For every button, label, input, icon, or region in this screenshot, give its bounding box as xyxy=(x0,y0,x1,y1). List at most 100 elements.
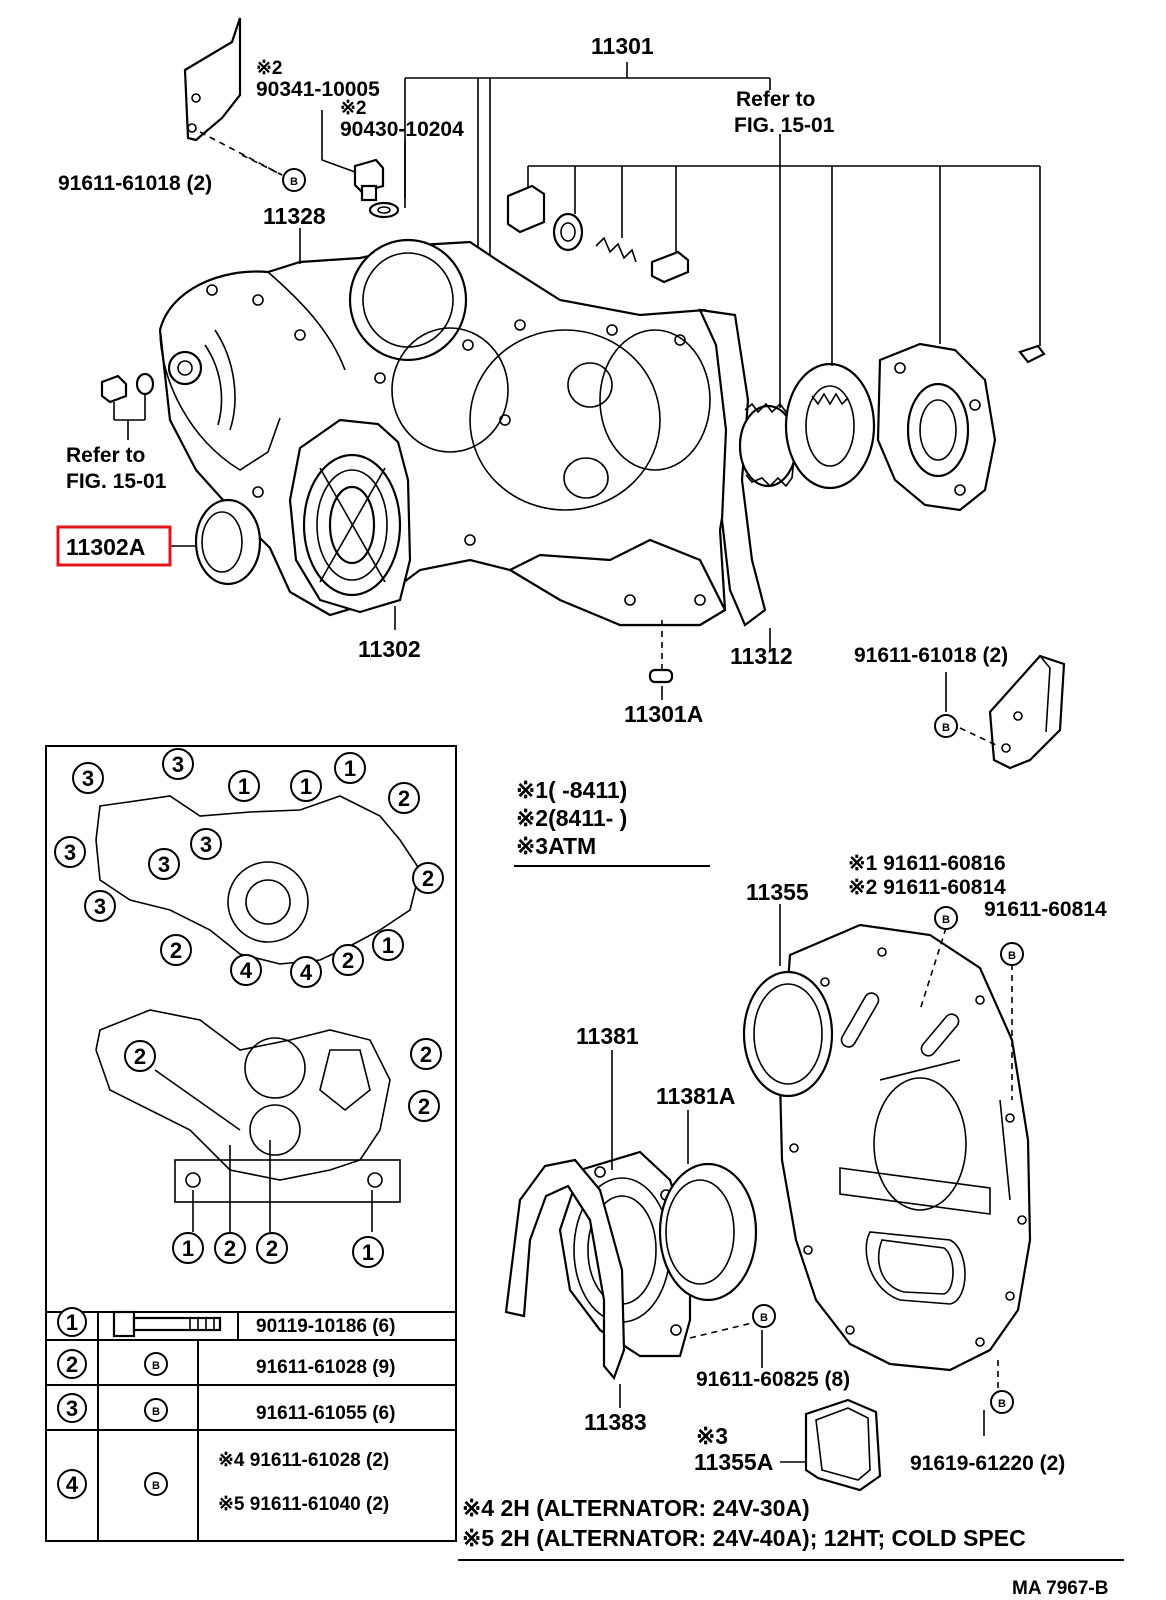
callout-2: 2 xyxy=(412,862,444,894)
bolt-drawing xyxy=(112,1310,222,1338)
callout-2: 2 xyxy=(388,782,420,814)
label-11381: 11381 xyxy=(576,1023,639,1049)
svg-text:1: 1 xyxy=(238,774,250,799)
table-row-1: 1 xyxy=(57,1307,87,1337)
table-row-2-part: 91611-61028 (9) xyxy=(256,1357,395,1378)
label-refer-left-2: FIG. 15-01 xyxy=(66,470,167,493)
timing-gear-case xyxy=(158,238,737,627)
inset-panel xyxy=(45,745,457,1542)
svg-text:B: B xyxy=(1008,950,1016,962)
table-row-4-part-a: ※4 91611-61028 (2) xyxy=(218,1450,389,1471)
top-leaders xyxy=(241,154,947,712)
catalog-number: MA 7967-B xyxy=(1012,1578,1108,1599)
bolt-table: 1 90119-10186 (6) 2 B 91611-61028 (9) 3 … xyxy=(46,1307,456,1541)
callout-3: 3 xyxy=(162,748,194,780)
label-11355: 11355 xyxy=(746,879,809,905)
svg-text:B: B xyxy=(152,1406,160,1418)
svg-text:2: 2 xyxy=(422,866,434,891)
label-note2b: ※2 xyxy=(340,98,367,119)
callout-1: 1 xyxy=(372,929,404,961)
bolt-symbol: B xyxy=(144,1398,168,1422)
inspection-cover-11355A xyxy=(780,1398,882,1492)
label-11355A: 11355A xyxy=(694,1449,773,1475)
bolt-symbol-top-left: B xyxy=(282,168,306,192)
label-91619-61220: 91619-61220 (2) xyxy=(910,1452,1065,1475)
bracket-right xyxy=(959,654,1066,770)
svg-text:B: B xyxy=(152,1360,160,1372)
label-11302: 11302 xyxy=(358,636,421,662)
label-90341: 90341-10005 xyxy=(256,78,380,101)
callout-3: 3 xyxy=(84,890,116,922)
label-11328: 11328 xyxy=(263,203,326,229)
svg-text:2: 2 xyxy=(134,1044,146,1069)
callout-1: 1 xyxy=(290,770,322,802)
svg-text:3: 3 xyxy=(200,832,212,857)
svg-text:2: 2 xyxy=(420,1042,432,1067)
callout-4: 4 xyxy=(290,956,322,988)
label-91611-60816: ※1 91611-60816 xyxy=(848,852,1006,875)
table-row-4-part-b: ※5 91611-61040 (2) xyxy=(218,1494,389,1515)
bracket-top-left xyxy=(183,17,283,176)
svg-text:1: 1 xyxy=(362,1240,374,1265)
gasket-11312 xyxy=(698,308,767,627)
svg-text:3: 3 xyxy=(64,840,76,865)
label-91611-60814-b: 91611-60814 xyxy=(984,898,1107,921)
label-11301A: 11301A xyxy=(624,701,703,727)
callout-2: 2 xyxy=(160,934,192,966)
highlight-box-11302A xyxy=(56,525,172,567)
callout-3: 3 xyxy=(148,848,180,880)
leader-11301 xyxy=(404,62,771,268)
svg-text:1: 1 xyxy=(344,756,356,781)
dowel-pin-11301A xyxy=(648,620,674,700)
callout-3: 3 xyxy=(190,828,222,860)
svg-text:3: 3 xyxy=(82,766,94,791)
svg-text:3: 3 xyxy=(66,1396,78,1421)
svg-text:2: 2 xyxy=(266,1236,278,1261)
callout-1: 1 xyxy=(334,752,366,784)
plug-bolt xyxy=(321,110,406,219)
svg-text:1: 1 xyxy=(382,933,394,958)
svg-text:2: 2 xyxy=(66,1352,78,1377)
svg-text:4: 4 xyxy=(66,1472,79,1497)
callout-2: 2 xyxy=(124,1040,156,1072)
oil-pump-gears xyxy=(506,134,1046,512)
callout-2: 2 xyxy=(214,1232,246,1264)
labels: 11301 Refer to FIG. 15-01 ※2 90341-10005… xyxy=(58,33,1108,1599)
svg-text:B: B xyxy=(942,722,950,734)
callout-3: 3 xyxy=(54,836,86,868)
svg-text:B: B xyxy=(152,1480,160,1492)
svg-text:3: 3 xyxy=(158,852,170,877)
table-row-3: 3 xyxy=(57,1393,87,1423)
label-11312: 11312 xyxy=(730,643,793,669)
label-91611-60814-a: ※2 91611-60814 xyxy=(848,876,1006,899)
bolt-symbol-plate-b: B xyxy=(1000,942,1024,966)
callout-1: 1 xyxy=(172,1232,204,1264)
bolt-washer-left xyxy=(100,372,155,440)
svg-text:1: 1 xyxy=(300,774,312,799)
svg-text:3: 3 xyxy=(94,894,106,919)
table-row-4: 4 xyxy=(57,1469,87,1499)
note-5: ※5 2H (ALTERNATOR: 24V-40A); 12HT; COLD … xyxy=(462,1525,1026,1551)
svg-text:4: 4 xyxy=(300,960,313,985)
svg-text:2: 2 xyxy=(342,948,354,973)
svg-text:B: B xyxy=(760,1312,768,1324)
label-refer-top-1: Refer to xyxy=(736,88,815,111)
label-91611-61018-right: 91611-61018 (2) xyxy=(854,644,1008,667)
label-refer-top-2: FIG. 15-01 xyxy=(734,114,835,137)
label-11383: 11383 xyxy=(584,1409,647,1435)
callout-2: 2 xyxy=(410,1038,442,1070)
callout-1: 1 xyxy=(352,1236,384,1268)
label-11301: 11301 xyxy=(591,33,654,59)
note-4: ※4 2H (ALTERNATOR: 24V-30A) xyxy=(462,1495,810,1521)
bolt-symbol: B xyxy=(144,1472,168,1496)
label-11302A: 11302A xyxy=(66,534,145,560)
oil-seal-11302A xyxy=(170,498,262,586)
bolt-symbol-plate-a: B xyxy=(934,906,958,930)
svg-text:B: B xyxy=(998,1398,1006,1410)
label-91611-60825: 91611-60825 (8) xyxy=(696,1368,850,1391)
callout-3: 3 xyxy=(72,762,104,794)
svg-text:1: 1 xyxy=(66,1310,78,1335)
label-91611-61018-left: 91611-61018 (2) xyxy=(58,172,212,195)
